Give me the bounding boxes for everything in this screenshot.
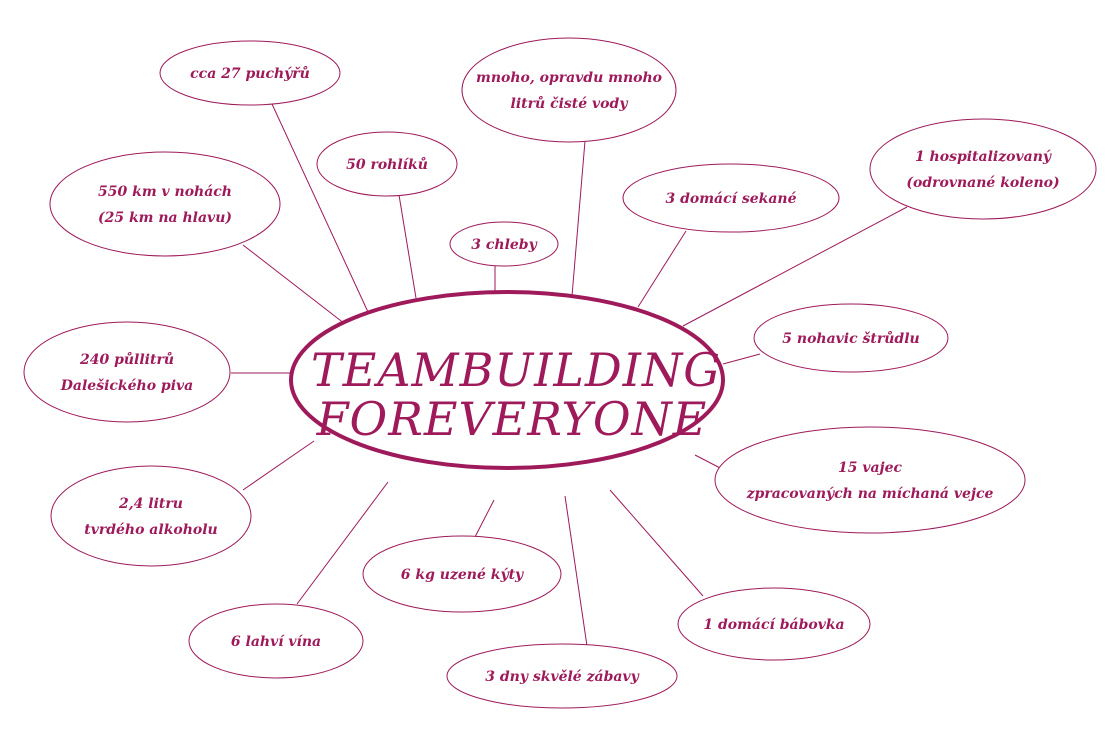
connector-line-vino xyxy=(296,481,389,605)
node-label-km-2: (25 km na hlavu) xyxy=(98,210,232,226)
node-label-puchyre-1: cca 27 puchýřů xyxy=(190,65,310,82)
node-chleby: 3 chleby xyxy=(449,221,559,267)
connector-line-sekane xyxy=(637,230,687,308)
node-ellipse-pivo xyxy=(23,321,231,423)
node-ellipse-chleby xyxy=(449,221,559,267)
node-km: 550 km v nohách (25 km na hlavu) xyxy=(49,151,281,257)
connector-line-strudl xyxy=(722,353,761,365)
node-label-pivo-2: Dalešického piva xyxy=(60,378,193,394)
center-ellipse xyxy=(289,290,725,470)
node-strudl: 5 nohavic štrůdlu xyxy=(753,303,949,373)
node-hospital: 1 hospitalizovaný (odrovnané koleno) xyxy=(869,118,1097,220)
center-title-line1: TEAMBUILDING xyxy=(311,343,721,397)
node-label-zabava-1: 3 dny skvělé zábavy xyxy=(485,669,639,685)
node-label-kyta-1: 6 kg uzené kýty xyxy=(401,566,524,583)
node-rohliky: 50 rohlíků xyxy=(316,131,458,197)
node-ellipse-voda xyxy=(461,37,677,143)
node-vino: 6 lahví vína xyxy=(188,603,364,679)
connector-lines xyxy=(231,103,908,647)
node-puchyre: cca 27 puchýřů xyxy=(159,40,341,106)
node-label-hospital-1: 1 hospitalizovaný xyxy=(915,148,1052,165)
connector-line-puchyre xyxy=(271,103,369,313)
node-label-vino-1: 6 lahví vína xyxy=(231,634,321,650)
node-label-vajec-1: 15 vajec xyxy=(838,460,903,476)
node-label-alkohol-2: tvrdého alkoholu xyxy=(84,522,218,538)
node-ellipse-km xyxy=(49,151,281,257)
node-label-rohliky-1: 50 rohlíků xyxy=(346,156,428,173)
connector-line-km xyxy=(242,244,346,325)
node-voda: mnoho, opravdu mnoho litrů čisté vody xyxy=(461,37,677,143)
node-kyta: 6 kg uzené kýty xyxy=(362,535,562,613)
connector-line-kyta xyxy=(474,499,495,538)
node-label-hospital-2: (odrovnané koleno) xyxy=(906,175,1059,191)
node-ellipse-vajec xyxy=(714,426,1026,534)
node-babovka: 1 domácí bábovka xyxy=(677,587,871,661)
node-ellipse-zabava xyxy=(446,643,678,709)
node-label-pivo-1: 240 půllitrů xyxy=(79,351,174,368)
node-zabava: 3 dny skvělé zábavy xyxy=(446,643,678,709)
node-label-sekane-1: 3 domácí sekané xyxy=(666,191,797,207)
node-label-babovka-1: 1 domácí bábovka xyxy=(703,617,844,633)
connector-line-voda xyxy=(571,140,586,297)
node-ellipse-vino xyxy=(188,603,364,679)
node-ellipse-rohliky xyxy=(316,131,458,197)
node-label-chleby-1: 3 chleby xyxy=(471,237,537,253)
node-label-vajec-2: zpracovaných na míchaná vejce xyxy=(746,485,994,502)
center-node: TEAMBUILDING FOREVERYONE xyxy=(289,290,725,470)
connector-line-hospital xyxy=(682,206,908,327)
node-ellipse-alkohol xyxy=(50,465,252,567)
node-ellipse-hospital xyxy=(869,118,1097,220)
node-bubbles: cca 27 puchýřů mnoho, opravdu mnoho litrů … xyxy=(23,37,1097,709)
node-ellipse-strudl xyxy=(753,303,949,373)
connector-line-rohliky xyxy=(398,194,417,299)
node-ellipse-sekane xyxy=(622,163,840,233)
node-ellipse-kyta xyxy=(362,535,562,613)
connector-line-alkohol xyxy=(242,440,315,491)
node-ellipse-babovka xyxy=(677,587,871,661)
center-title-line2: FOREVERYONE xyxy=(316,392,708,446)
node-vajec: 15 vajec zpracovaných na míchaná vejce xyxy=(714,426,1026,534)
node-label-alkohol-1: 2,4 litru xyxy=(118,496,183,512)
node-label-voda-2: litrů čisté vody xyxy=(511,95,629,112)
connector-line-babovka xyxy=(609,489,704,597)
node-label-voda-1: mnoho, opravdu mnoho xyxy=(476,70,662,86)
node-label-km-1: 550 km v nohách xyxy=(98,184,232,200)
node-alkohol: 2,4 litru tvrdého alkoholu xyxy=(50,465,252,567)
connector-line-zabava xyxy=(564,495,588,647)
node-sekane: 3 domácí sekané xyxy=(622,163,840,233)
node-label-strudl-1: 5 nohavic štrůdlu xyxy=(782,330,919,347)
node-ellipse-puchyre xyxy=(159,40,341,106)
